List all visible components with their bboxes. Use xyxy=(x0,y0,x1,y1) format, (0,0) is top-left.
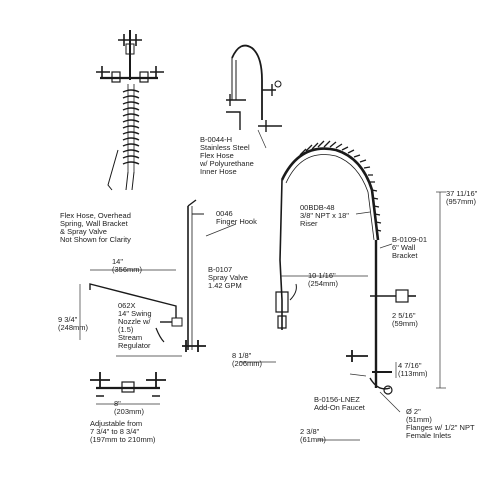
main-pre-rinse-unit xyxy=(275,140,416,395)
dimension-lines xyxy=(79,129,446,441)
label-dim-9-3-4: 9 3/4" (248mm) xyxy=(58,315,89,332)
top-wall-mount-faucet xyxy=(96,30,164,191)
label-dim-2-5-16: 2 5/16" (59mm) xyxy=(392,311,418,328)
label-wall-bracket: B-0109-01 6" Wall Bracket xyxy=(392,235,428,260)
label-width-14: 14" (356mm) xyxy=(112,257,143,274)
label-spray-valve: B-0107 Spray Valve 1.42 GPM xyxy=(208,265,248,290)
label-dim-4-7-16: 4 7/16" (113mm) xyxy=(398,361,428,378)
label-adjustable: Adjustable from 7 3/4" to 8 3/4" (197mm … xyxy=(90,419,156,444)
base-faucet-front xyxy=(90,372,166,397)
label-swing-nozzle: 062X 14" Swing Nozzle w/ (1.5) Stream Re… xyxy=(118,301,152,350)
label-dim-8-1-8: 8 1/8" (206mm) xyxy=(232,351,263,368)
label-dim-10-1-16: 10 1/16" (254mm) xyxy=(308,271,339,288)
label-dim-2-3-8: 2 3/8" (61mm) xyxy=(300,427,326,444)
top-hose-assembly xyxy=(226,44,282,132)
label-add-on-faucet: B-0156-LNEZ Add-On Faucet xyxy=(314,395,365,412)
label-flex-hose-overhead: Flex Hose, Overhead Spring, Wall Bracket… xyxy=(60,211,131,244)
label-riser: 00BDB-48 3/8" NPT x 18" Riser xyxy=(300,203,349,228)
label-flanges: Ø 2" (51mm) Flanges w/ 1/2" NPT Female I… xyxy=(406,407,475,440)
side-view-assembly xyxy=(89,199,206,352)
label-height-total: 37 11/16" (957mm) xyxy=(446,189,478,206)
label-stainless-hose: B-0044-H Stainless Steel Flex Hose w/ Po… xyxy=(200,135,254,176)
label-finger-hook: 0046 Finger Hook xyxy=(216,209,257,226)
label-center-8: 8" (203mm) xyxy=(114,399,145,416)
